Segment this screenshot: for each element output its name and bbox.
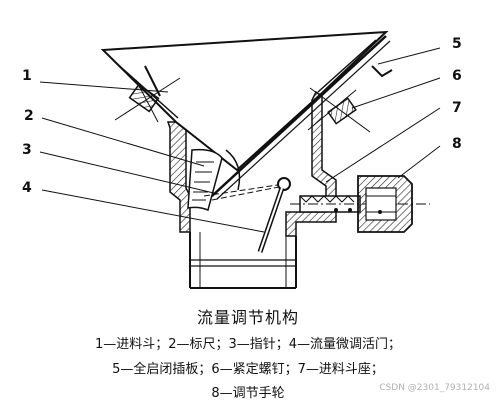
adjusting-handwheel bbox=[357, 175, 413, 233]
legend-line: 5—全启闭插板；6—紧定螺钉；7—进料斗座； bbox=[112, 362, 384, 377]
caption-title: 流量调节机构 bbox=[196, 308, 299, 327]
left-flange-bolt bbox=[114, 65, 181, 123]
flow-fine-adjustment-valve bbox=[257, 177, 291, 253]
callout-3: 3 bbox=[22, 142, 32, 158]
callout-4: 4 bbox=[22, 180, 32, 196]
flow-regulator-diagram: 1 2 3 4 5 6 7 8 bbox=[22, 30, 462, 289]
watermark: CSDN @2301_79312104 bbox=[379, 383, 490, 393]
callout-leaders bbox=[39, 47, 441, 233]
callout-numbers: 1 2 3 4 5 6 7 8 bbox=[22, 36, 462, 196]
legend-line: 1—进料斗；2—标尺；3—指针；4—流量微调活门； bbox=[94, 337, 402, 352]
adjusting-shaft bbox=[290, 195, 430, 213]
callout-8: 8 bbox=[452, 136, 462, 152]
callout-2: 2 bbox=[24, 108, 34, 124]
legend-line: 8—调节手轮 bbox=[211, 386, 285, 401]
full-open-close-gate bbox=[211, 35, 393, 200]
callout-7: 7 bbox=[452, 100, 462, 116]
callout-1: 1 bbox=[22, 68, 32, 84]
callout-6: 6 bbox=[452, 68, 462, 84]
scale-ruler bbox=[187, 148, 241, 212]
callout-5: 5 bbox=[452, 36, 462, 52]
hopper-seat-body bbox=[166, 90, 337, 289]
